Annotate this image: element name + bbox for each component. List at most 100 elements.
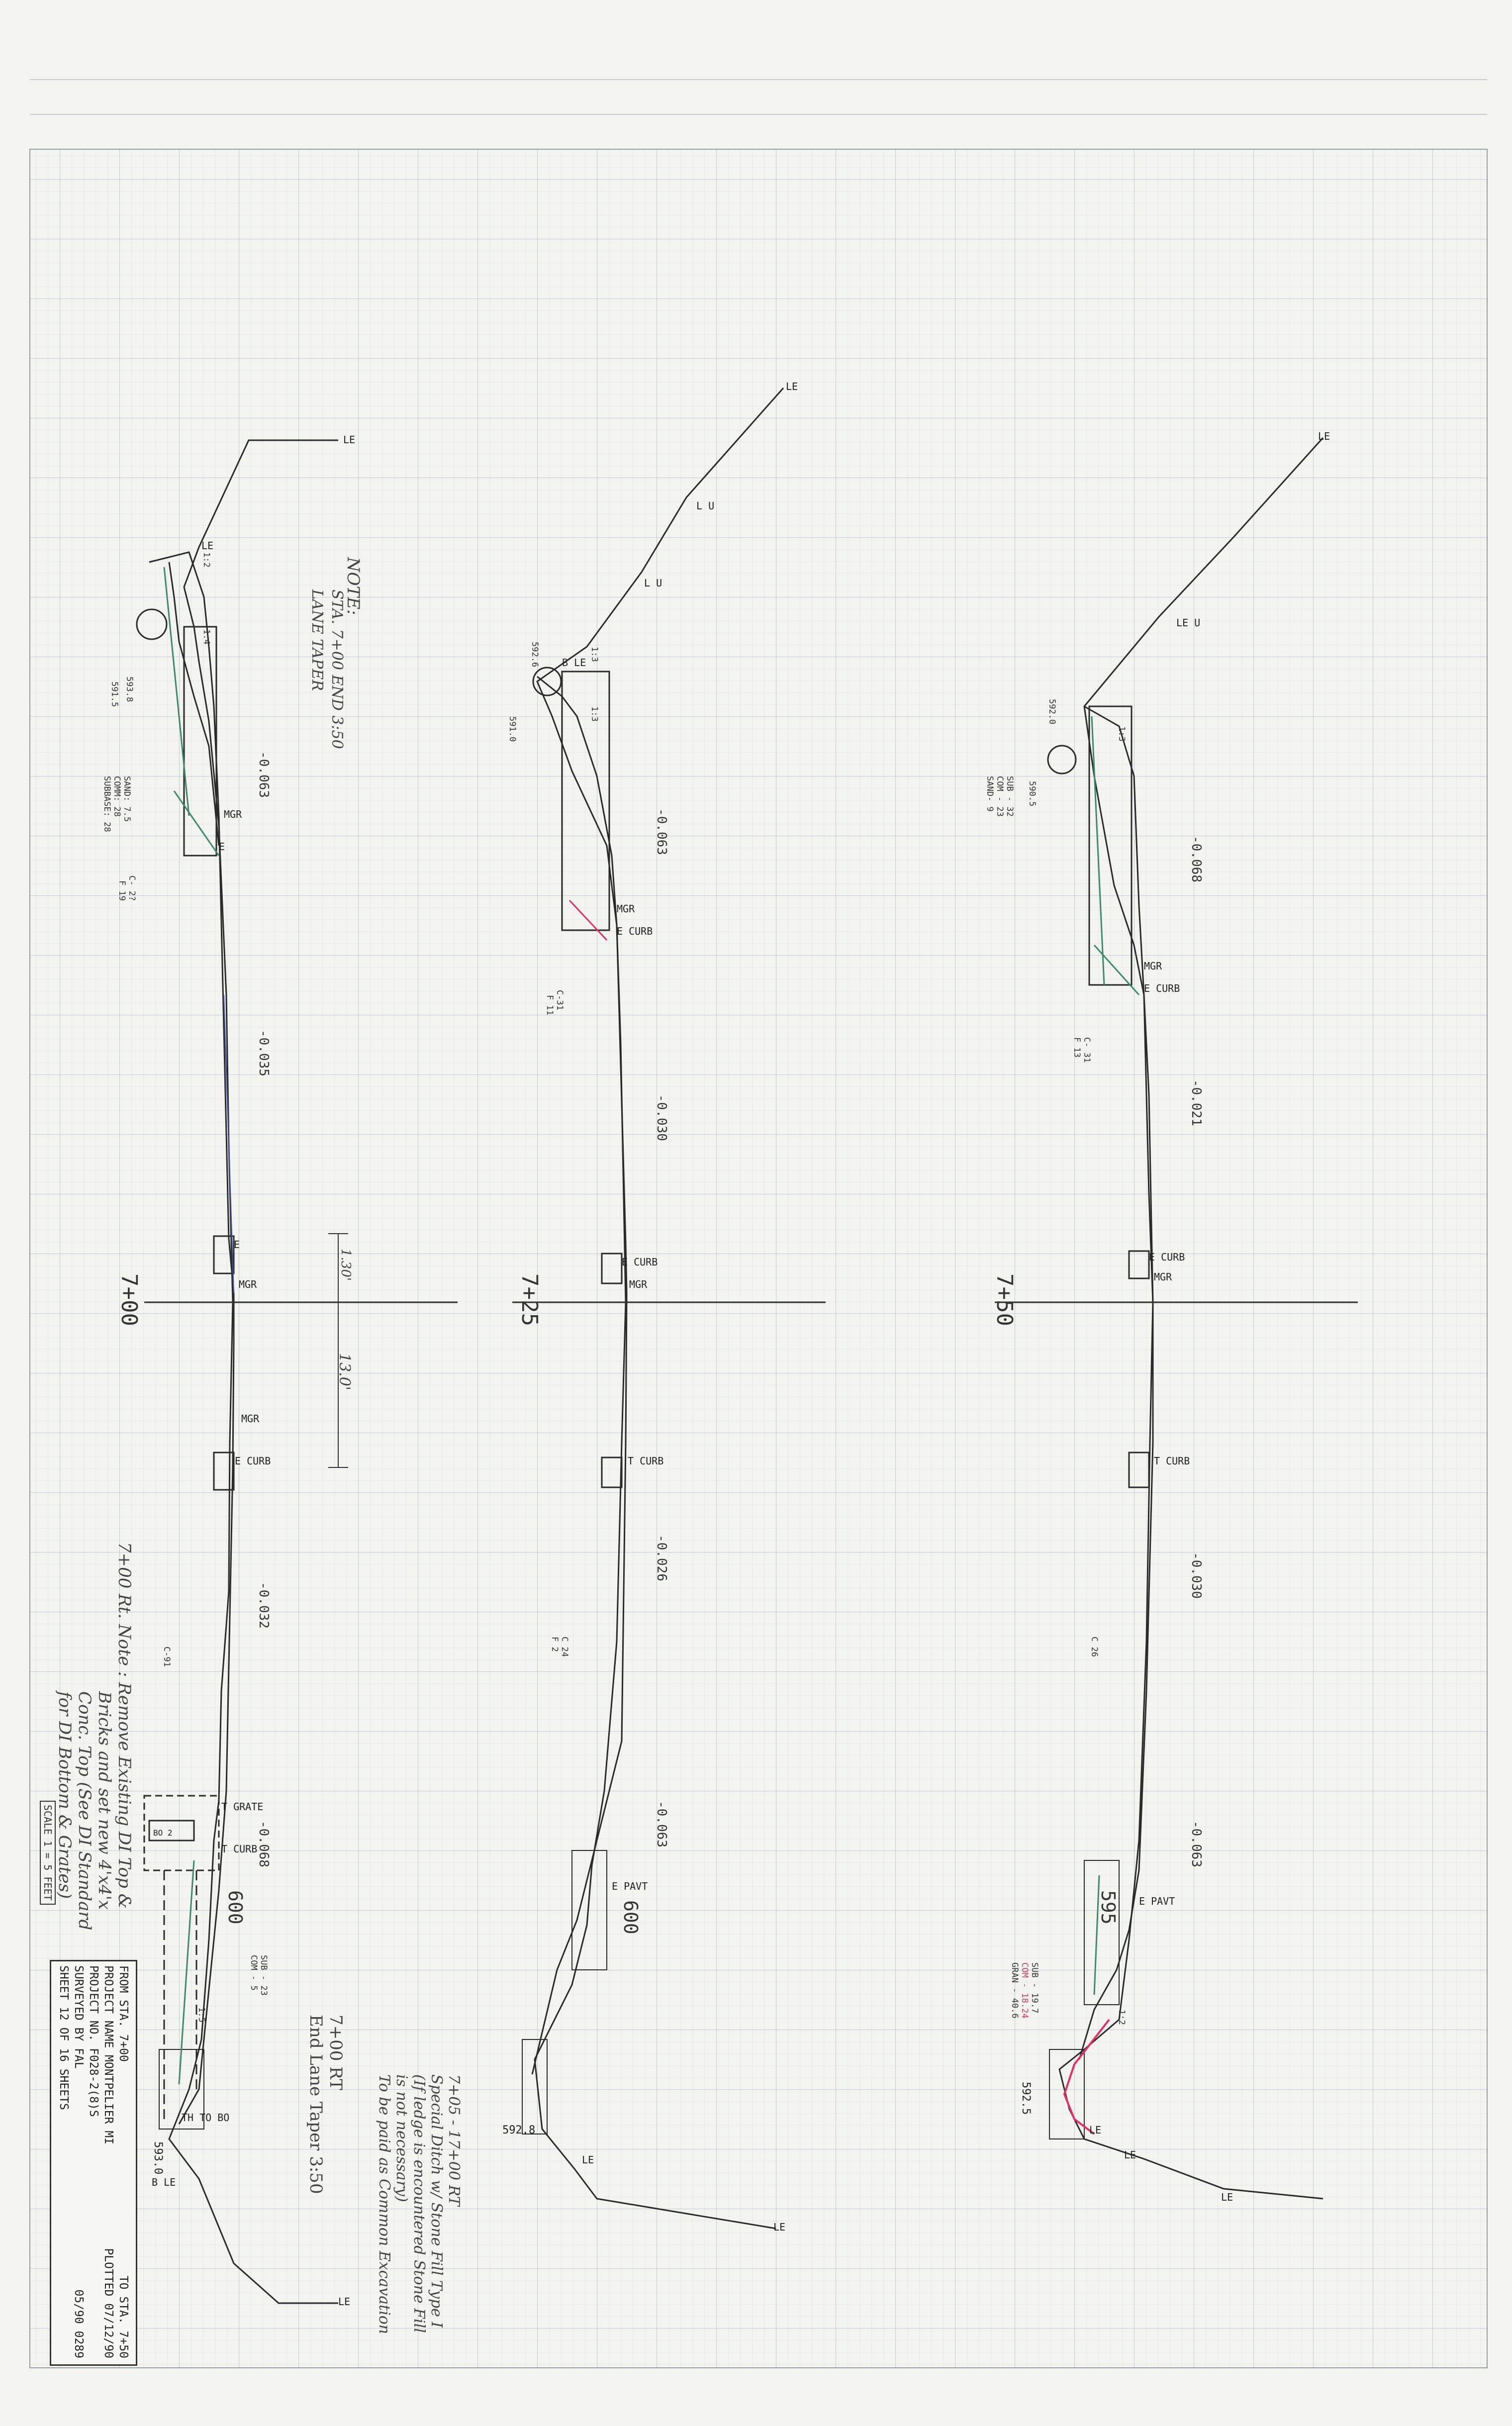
label-le-bot-725: LE: [773, 2221, 786, 2233]
elev-bot-725: 592.8: [502, 2124, 536, 2136]
slope-750-3: -0.030: [1189, 1552, 1204, 1599]
label-t-curb-700: T CURB: [221, 1843, 258, 1855]
elev-mid-750: 590.5: [1027, 781, 1037, 807]
note3-line1: 7+05 - 17+00 RT: [445, 2074, 463, 2206]
subcom-700-2: COM - 5: [249, 1955, 259, 1991]
subcom-750-3: GRAN - 40.6: [1010, 1962, 1020, 2019]
label-e-curb-750: E CURB: [1144, 982, 1180, 994]
slope-750-2: -0.021: [1189, 1079, 1204, 1126]
tb-sheet: SHEET 12 OF 16 SHEETS: [57, 1965, 70, 2110]
cutfill-725-1: C-31: [555, 990, 565, 1010]
cutfill-725-2: F 11: [545, 995, 555, 1015]
station-label-725: 7+25: [517, 1273, 542, 1326]
tb-from-sta: FROM STA. 7+00: [117, 1965, 130, 2062]
ratio-725-2: 1:3: [589, 706, 599, 722]
slope-725-1: -0.063: [654, 808, 669, 855]
slope-700-4: -0.068: [256, 1821, 271, 1867]
elev-top-700: 593.8: [124, 677, 134, 702]
slope-725-3: -0.026: [654, 1535, 669, 1581]
cutfill-700-1: C- 2?: [127, 875, 137, 901]
elev-top-750: 592.0: [1047, 699, 1057, 725]
note3-line2: Special Ditch w/ Stone Fill Type I: [428, 2074, 445, 2328]
label-le-top-700: LE: [343, 434, 356, 446]
dimension-b: 13.0': [336, 1353, 353, 1391]
elev-top2-700: 591.5: [109, 681, 119, 707]
label-le-u-750: LE U: [1176, 617, 1201, 629]
cutfill-725-3: C 24: [560, 1637, 569, 1657]
dimension-a: 1.30': [338, 1249, 353, 1281]
label-e2-700: E: [234, 1239, 240, 1251]
note4-line2: End Lane Taper 3:50: [306, 2015, 326, 2194]
note4-line1: 7+00 RT: [326, 2015, 346, 2090]
ratio-700-1: 1:2: [201, 552, 211, 568]
label-mgr2-750: MGR: [1154, 1271, 1172, 1283]
slope-700-1: -0.063: [256, 751, 271, 798]
section-7+50: [1047, 437, 1324, 2200]
tb-to-sta: TO STA. 7+50: [117, 2275, 130, 2358]
section-7+00: [136, 439, 348, 2304]
label-e-700: E: [219, 841, 225, 853]
elev-bot-700: 593.0: [152, 2141, 164, 2175]
label-e-pavt-750: E PAVT: [1139, 1895, 1175, 1907]
note3-line3: (If ledge is encountered Stone Fill: [410, 2074, 428, 2333]
note1-line1: STA. 7+00 END 3:50: [328, 589, 346, 749]
label-mgr-725: MGR: [617, 903, 635, 915]
label-t-curb-725: T CURB: [628, 1455, 664, 1467]
label-le-top-725: LE: [786, 381, 798, 392]
cutfill-700-2: F 19: [117, 880, 127, 901]
cutfill-750-1: C- 31: [1082, 1037, 1092, 1063]
label-le-725: LE: [582, 2154, 594, 2166]
slope-750-1: -0.068: [1189, 836, 1204, 882]
tb-surveyed: SURVEYED BY FAL: [72, 1965, 85, 2069]
slope-725-2: -0.030: [654, 1094, 669, 1141]
scale-label: SCALE 1 = 5 FEET: [40, 1801, 56, 1905]
slope-700-3: -0.032: [256, 1582, 271, 1629]
contour-725: 600: [620, 1900, 642, 1935]
label-t-curb-750: T CURB: [1154, 1455, 1190, 1467]
elev-bot-750: 592.5: [1020, 2082, 1032, 2115]
qty-700-1: SUBBASE: 28: [102, 776, 112, 832]
contour-700: 600: [224, 1890, 246, 1925]
cutfill-750-3: C 26: [1089, 1637, 1099, 1657]
grid-area: [30, 149, 1487, 2368]
label-le-bot-700: LE: [338, 2296, 351, 2308]
ratio-700-3: 1:5: [196, 2007, 206, 2023]
station-label-750: 7+50: [992, 1273, 1017, 1326]
label-b-le-700: B LE: [152, 2176, 176, 2188]
label-e-pavt-725: E PAVT: [612, 1880, 648, 1892]
subcom-750-1: SUB - 19.7: [1030, 1962, 1040, 2014]
note2-line4: for DI Bottom & Grates): [55, 1691, 75, 1899]
subcom-750-2: COM - 18.24: [1020, 1962, 1030, 2019]
label-ble-725: B LE: [562, 657, 586, 669]
cutfill-725-4: F 2: [550, 1637, 560, 1652]
station-label-700: 7+00: [116, 1273, 142, 1326]
label-t-grate-700: T GRATE: [221, 1801, 264, 1813]
ratio-750-2: 1:2: [1117, 2010, 1127, 2025]
label-mgr-750: MGR: [1144, 960, 1162, 972]
label-le-700: LE: [201, 540, 214, 552]
cutfill-750-2: F 13: [1072, 1037, 1082, 1058]
ratio-700-2: 1:4: [201, 629, 211, 645]
label-lu2-725: L U: [644, 577, 662, 589]
label-mgr-700: MGR: [224, 808, 242, 820]
label-lu-725: L U: [696, 500, 715, 512]
subcom-700-1: SUB - 23: [259, 1955, 269, 1996]
elev-mid-725: 591.0: [507, 716, 517, 742]
cutfill-700-3: C-91: [162, 1647, 172, 1667]
note1-title: NOTE:: [343, 557, 363, 615]
label-e-curb-700: E CURB: [235, 1455, 271, 1467]
label-e-curb-725: E CURB: [617, 925, 653, 937]
slope-750-4: -0.063: [1189, 1821, 1204, 1867]
label-mgr2-725: MGR: [629, 1278, 648, 1290]
qty-750-2: COM - 23: [995, 776, 1005, 817]
contour-750: 595: [1097, 1890, 1119, 1925]
label-e-curb2-725: E CURB: [622, 1256, 658, 1268]
section-7+25: [522, 388, 784, 2230]
ratio-750-1: 1:3: [1117, 726, 1127, 742]
tb-project-no: PROJECT NO. F028-2(8)S: [87, 1965, 100, 2117]
ratio-725-1: 1:3: [589, 647, 599, 662]
note2-line1: 7+00 Rt. Note : Remove Existing DI Top &: [114, 1542, 134, 1909]
template-7+25: [531, 676, 628, 2075]
